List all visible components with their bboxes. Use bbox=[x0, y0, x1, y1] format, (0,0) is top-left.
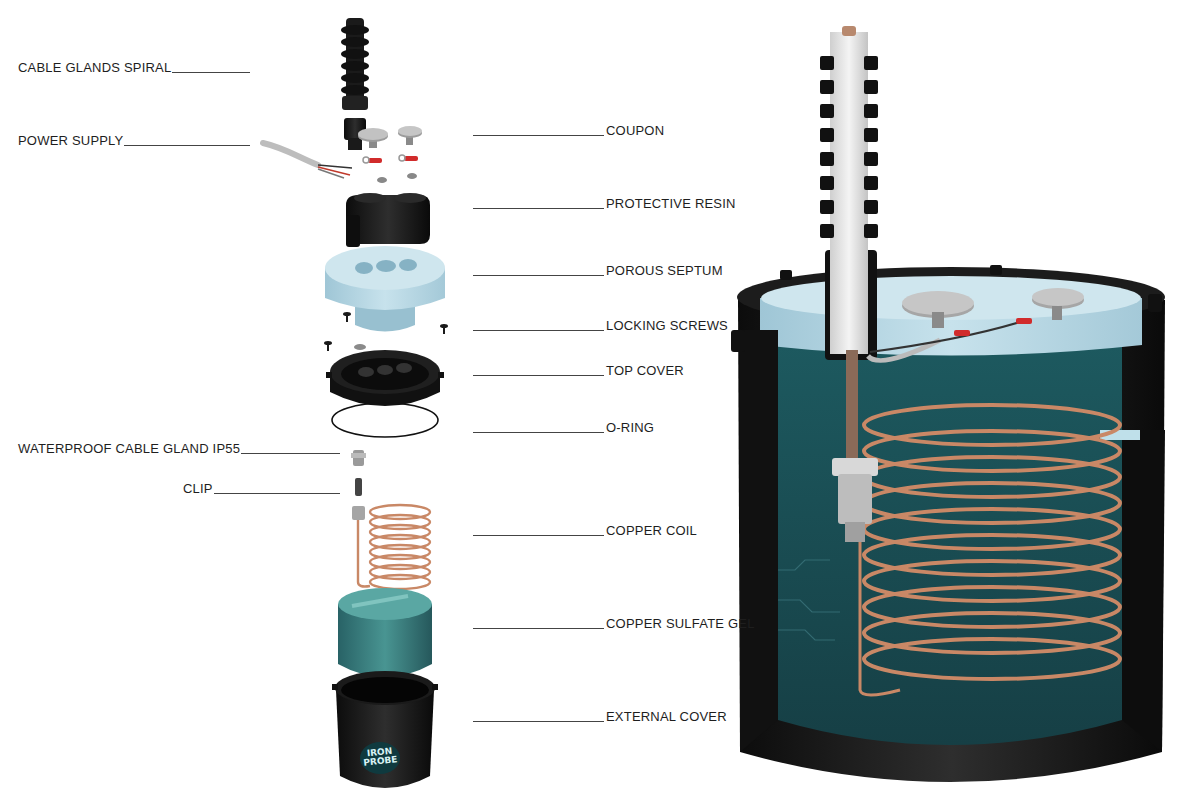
leader-line bbox=[473, 330, 604, 331]
part-label: COUPON bbox=[473, 122, 664, 138]
copper-coil bbox=[358, 505, 430, 589]
leader-line bbox=[473, 375, 604, 376]
copper-sulfate-gel bbox=[338, 588, 432, 677]
power-cable bbox=[263, 143, 352, 178]
part-label: POWER SUPPLY bbox=[18, 132, 250, 148]
part-name: WATERPROOF CABLE GLAND IP55 bbox=[18, 441, 240, 456]
part-label: COPPER COIL bbox=[473, 522, 697, 538]
porous-septum bbox=[325, 246, 445, 332]
part-label: CLIP bbox=[183, 480, 340, 496]
leader-line bbox=[172, 72, 250, 73]
leader-line bbox=[124, 145, 250, 146]
part-name: EXTERNAL COVER bbox=[606, 709, 727, 724]
part-label: TOP COVER bbox=[473, 362, 684, 378]
cable-gland-ip55 bbox=[351, 450, 366, 520]
cutaway-body bbox=[731, 265, 1165, 782]
part-label: LOCKING SCREWS bbox=[473, 317, 728, 333]
leader-line bbox=[473, 135, 604, 136]
part-name: COPPER COIL bbox=[606, 523, 697, 538]
part-name: COPPER SULFATE GEL bbox=[606, 616, 755, 631]
top-cover bbox=[326, 350, 444, 406]
part-name: O-RING bbox=[606, 420, 654, 435]
part-name: COUPON bbox=[606, 123, 664, 138]
leader-line bbox=[241, 453, 340, 454]
part-name: POWER SUPPLY bbox=[18, 133, 123, 148]
leader-line bbox=[473, 628, 604, 629]
external-cover bbox=[332, 671, 438, 788]
leader-line bbox=[473, 535, 604, 536]
part-label: COPPER SULFATE GEL bbox=[473, 615, 755, 631]
part-label: CABLE GLANDS SPIRAL bbox=[18, 59, 250, 75]
part-label: O-RING bbox=[473, 419, 654, 435]
leader-line bbox=[473, 275, 604, 276]
o-ring bbox=[332, 403, 438, 437]
cutaway-coupons bbox=[868, 288, 1084, 360]
protective-resin bbox=[346, 193, 430, 247]
part-name: CABLE GLANDS SPIRAL bbox=[18, 60, 171, 75]
leader-line bbox=[473, 208, 604, 209]
part-name: LOCKING SCREWS bbox=[606, 318, 728, 333]
part-name: TOP COVER bbox=[606, 363, 684, 378]
coupon-discs bbox=[358, 126, 422, 183]
part-label: POROUS SEPTUM bbox=[473, 262, 723, 278]
cutaway-coil bbox=[860, 405, 1120, 695]
part-label: PROTECTIVE RESIN bbox=[473, 195, 736, 211]
part-name: POROUS SEPTUM bbox=[606, 263, 723, 278]
part-label: EXTERNAL COVER bbox=[473, 708, 727, 724]
leader-line bbox=[214, 493, 340, 494]
cutaway-tube bbox=[820, 26, 878, 542]
leader-line bbox=[473, 432, 604, 433]
part-name: CLIP bbox=[183, 481, 213, 496]
leader-line bbox=[473, 721, 604, 722]
part-name: PROTECTIVE RESIN bbox=[606, 196, 736, 211]
part-label: WATERPROOF CABLE GLAND IP55 bbox=[18, 440, 340, 456]
locking-screws bbox=[324, 312, 448, 351]
